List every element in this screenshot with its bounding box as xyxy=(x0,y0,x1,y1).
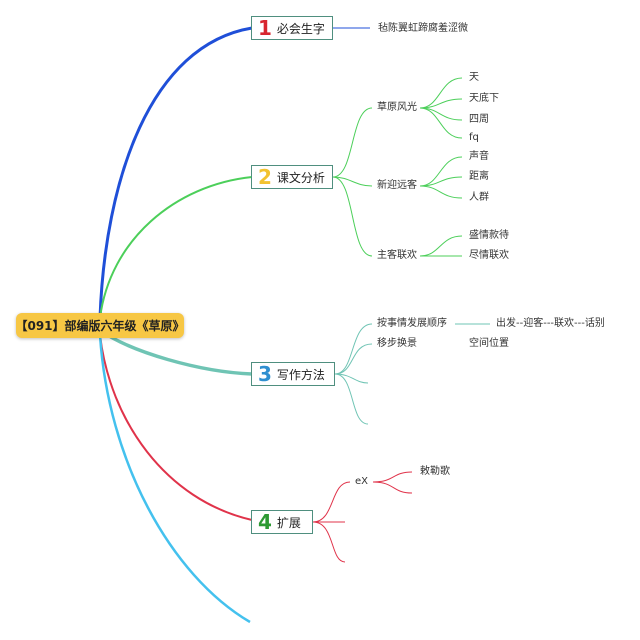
branch-2-child-2[interactable]: 新迎远客 xyxy=(377,180,417,191)
branch-4-subconnectors xyxy=(312,471,413,563)
root-node[interactable]: 【091】部编版六年级《草原》 xyxy=(15,313,185,338)
branch-3-subconnectors xyxy=(334,323,490,425)
branch-2-node[interactable]: 2 课文分析 xyxy=(251,165,333,189)
branch-2-connector xyxy=(99,176,253,319)
branch-1-child-1[interactable]: 毡陈翼虹蹄腐羞涩微 xyxy=(378,23,468,34)
branch-3-leaf-1-1[interactable]: 出发--迎客---联欢---话别 xyxy=(496,318,605,329)
branch-2-leaf-2-2[interactable]: 距离 xyxy=(469,171,489,182)
branch-3-child-2[interactable]: 移步换景 xyxy=(377,338,417,349)
branch-2-leaf-3-2[interactable]: 尽情联欢 xyxy=(469,250,509,261)
branch-2-leaf-1-3[interactable]: 四周 xyxy=(469,114,489,125)
branch-4-child-1[interactable]: eX xyxy=(355,476,369,487)
root-title: 【091】部编版六年级《草原》 xyxy=(15,319,185,333)
branch-3-leaf-2-1[interactable]: 空间位置 xyxy=(469,338,509,349)
branch-3-number: 3 xyxy=(258,362,272,386)
branch-4-label: 扩展 xyxy=(276,515,301,530)
branch-4-number: 4 xyxy=(258,510,272,534)
branch-1-number: 1 xyxy=(258,16,272,40)
branch-2-leaf-1-4[interactable]: fq xyxy=(469,132,479,143)
branch-3-node[interactable]: 3 写作方法 xyxy=(251,362,335,386)
branch-2-leaf-1-1[interactable]: 天 xyxy=(469,72,479,83)
branch-5-connector xyxy=(98,334,251,624)
branch-1-label: 必会生字 xyxy=(276,21,325,36)
branch-4-leaf-1-1[interactable]: 敕勒歌 xyxy=(420,466,450,477)
branch-2-leaf-3-1[interactable]: 盛情款待 xyxy=(469,230,509,241)
branch-2-leaf-2-1[interactable]: 声音 xyxy=(469,151,489,162)
branch-4-connector xyxy=(99,334,253,521)
branch-1-node[interactable]: 1 必会生字 xyxy=(251,16,333,40)
branch-3-label: 写作方法 xyxy=(276,367,325,382)
branch-2-leaf-2-3[interactable]: 人群 xyxy=(469,192,489,203)
branch-2-leaf-1-2[interactable]: 天底下 xyxy=(469,93,499,104)
branch-2-child-1[interactable]: 草原风光 xyxy=(377,102,417,113)
branch-4-node[interactable]: 4 扩展 xyxy=(251,510,313,534)
branch-1-connector xyxy=(98,26,253,319)
branch-2-child-3[interactable]: 主客联欢 xyxy=(377,250,417,261)
branch-3-child-1[interactable]: 按事情发展顺序 xyxy=(377,318,447,329)
branch-2-number: 2 xyxy=(258,165,272,189)
branch-2-label: 课文分析 xyxy=(276,170,325,185)
branch-2-subconnectors xyxy=(332,77,463,257)
